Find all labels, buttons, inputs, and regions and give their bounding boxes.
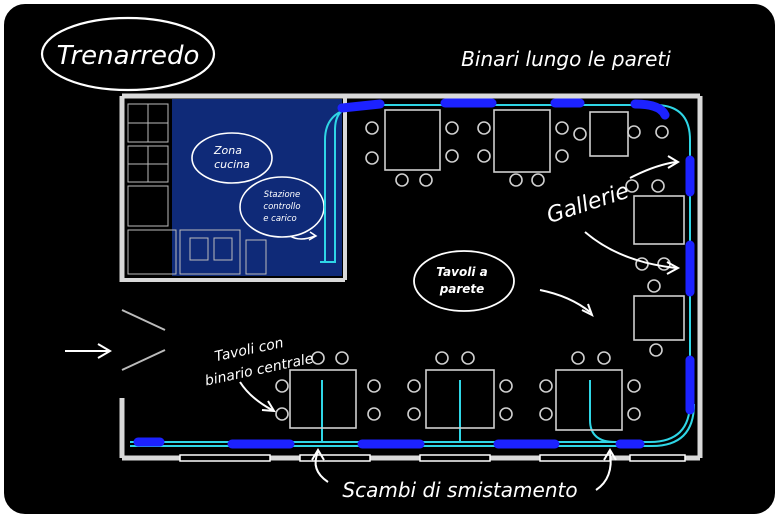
rail-outer	[130, 104, 691, 443]
sink-icon	[127, 229, 177, 275]
wall-tables-top	[365, 109, 669, 187]
tunnel-segment	[630, 99, 670, 120]
window	[539, 454, 611, 462]
switches-arrow-icon	[595, 451, 612, 491]
kitchen-label-oval	[191, 132, 273, 184]
title-text: Trenarredo	[57, 41, 200, 71]
wall-table	[633, 195, 685, 245]
kitchen-appliances	[127, 103, 267, 275]
annotation-switches: Scambi di smistamento	[311, 448, 617, 502]
tunnels-arrow-icon	[629, 161, 677, 179]
title-oval	[40, 16, 216, 92]
wall-tables-label-line1: Tavoli a	[436, 265, 487, 279]
wall-tables-arrow-icon	[539, 289, 591, 313]
switches-label: Scambi di smistamento	[342, 478, 577, 502]
chairs	[365, 121, 669, 187]
rail-track	[130, 104, 695, 447]
annotation-central-tables: Tavoli con binario centrale	[204, 335, 315, 413]
window	[179, 454, 271, 462]
entrance	[65, 309, 166, 371]
window	[419, 454, 491, 462]
tunnels	[133, 98, 695, 449]
kitchen-blue-area	[172, 99, 342, 276]
window	[629, 454, 686, 462]
station-label-line2: controllo	[263, 202, 300, 212]
kitchen-label-line2: cucina	[214, 158, 250, 171]
wall-rails-label: Binari lungo le pareti	[461, 47, 671, 71]
window	[299, 454, 371, 462]
counter-icon	[127, 185, 169, 227]
rail-station-spur	[324, 111, 341, 262]
cabinet-icon	[245, 239, 267, 275]
central-rail-table	[555, 369, 623, 431]
sink-icon	[179, 229, 241, 275]
wall-tables-label-line2: parete	[439, 282, 485, 296]
kitchen-zone: Zona cucina Stazione controllo e carico	[125, 99, 343, 278]
station-label-line1: Stazione	[264, 190, 301, 200]
central-tables-arrow-icon	[239, 381, 273, 411]
wall-tables-oval	[413, 250, 515, 312]
rail-central-spur	[589, 380, 616, 443]
annotation-wall-rails: Binari lungo le pareti	[461, 47, 671, 71]
wall-table	[493, 109, 551, 173]
station-arrow-icon	[289, 235, 316, 240]
chairs	[275, 351, 641, 421]
central-rail-table	[289, 369, 357, 429]
tunnels-arrow-icon	[584, 231, 677, 269]
kitchen-label-line1: Zona	[213, 144, 242, 157]
tunnel-segment	[337, 99, 385, 113]
wall-table	[633, 295, 685, 341]
wall-table	[384, 109, 441, 171]
station-label-line3: e carico	[263, 214, 297, 224]
central-rail-table	[425, 369, 495, 429]
annotation-wall-tables: Tavoli a parete	[413, 250, 594, 318]
entrance-doors	[121, 309, 166, 371]
switches-arrow-icon	[314, 451, 329, 483]
central-rail-tables	[275, 351, 641, 431]
window-marks	[179, 454, 686, 462]
title-badge: Trenarredo	[40, 16, 216, 92]
